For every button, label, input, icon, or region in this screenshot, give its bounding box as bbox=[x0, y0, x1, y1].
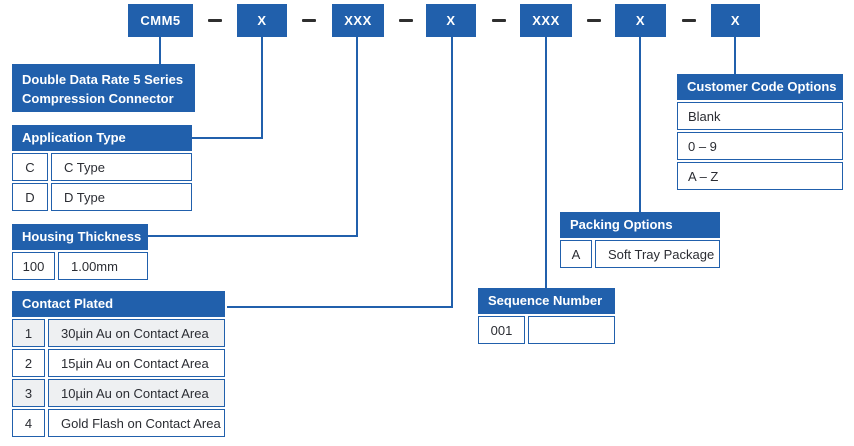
table-row: A Soft Tray Package bbox=[560, 240, 720, 268]
code-cell: D bbox=[12, 183, 48, 211]
code-cell: 2 bbox=[12, 349, 45, 377]
table-row: D D Type bbox=[12, 183, 192, 211]
customer-code-options-header: Customer Code Options bbox=[677, 74, 843, 100]
packing-options-table: Packing Options A Soft Tray Package bbox=[560, 212, 720, 268]
part-code-box-series: CMM5 bbox=[128, 4, 193, 37]
desc-cell: Gold Flash on Contact Area bbox=[48, 409, 225, 437]
application-type-table: Application Type C C Type D D Type bbox=[12, 125, 192, 211]
part-code-box-packing-options: X bbox=[615, 4, 666, 37]
application-type-header: Application Type bbox=[12, 125, 192, 151]
desc-cell: 1.00mm bbox=[58, 252, 148, 280]
connector-line-application-type bbox=[261, 37, 263, 139]
desc-cell: Soft Tray Package bbox=[595, 240, 720, 268]
code-cell: A bbox=[560, 240, 592, 268]
table-row: Blank bbox=[677, 102, 843, 130]
connector-line-series bbox=[159, 37, 161, 64]
sequence-number-header: Sequence Number bbox=[478, 288, 615, 314]
table-row: A – Z bbox=[677, 162, 843, 190]
housing-thickness-table: Housing Thickness 100 1.00mm bbox=[12, 224, 148, 280]
table-row: 100 1.00mm bbox=[12, 252, 148, 280]
desc-cell: 10µin Au on Contact Area bbox=[48, 379, 225, 407]
code-cell: C bbox=[12, 153, 48, 181]
option-cell: 0 – 9 bbox=[677, 132, 843, 160]
contact-plated-table: Contact Plated 1 30µin Au on Contact Are… bbox=[12, 291, 225, 437]
table-row: 4 Gold Flash on Contact Area bbox=[12, 409, 225, 437]
dash-separator bbox=[682, 19, 696, 22]
table-row: 3 10µin Au on Contact Area bbox=[12, 379, 225, 407]
desc-cell: C Type bbox=[51, 153, 192, 181]
table-row: 001 bbox=[478, 316, 615, 344]
table-row: 1 30µin Au on Contact Area bbox=[12, 319, 225, 347]
connector-line-packing-options bbox=[639, 37, 641, 213]
connector-line-housing-thickness bbox=[356, 37, 358, 237]
part-code-box-sequence-number: XXX bbox=[520, 4, 572, 37]
connector-line-customer-code bbox=[734, 37, 736, 75]
option-cell: A – Z bbox=[677, 162, 843, 190]
table-row: C C Type bbox=[12, 153, 192, 181]
code-cell: 001 bbox=[478, 316, 525, 344]
housing-thickness-header: Housing Thickness bbox=[12, 224, 148, 250]
desc-cell: 30µin Au on Contact Area bbox=[48, 319, 225, 347]
desc-cell: D Type bbox=[51, 183, 192, 211]
connector-line-contact-plated bbox=[451, 37, 453, 308]
desc-cell bbox=[528, 316, 615, 344]
code-cell: 4 bbox=[12, 409, 45, 437]
part-code-box-contact-plated: X bbox=[426, 4, 476, 37]
desc-cell: 15µin Au on Contact Area bbox=[48, 349, 225, 377]
table-row: 0 – 9 bbox=[677, 132, 843, 160]
dash-separator bbox=[208, 19, 222, 22]
code-cell: 100 bbox=[12, 252, 55, 280]
series-description-box: Double Data Rate 5 Series Compression Co… bbox=[12, 64, 195, 112]
sequence-number-table: Sequence Number 001 bbox=[478, 288, 615, 344]
option-cell: Blank bbox=[677, 102, 843, 130]
table-row: 2 15µin Au on Contact Area bbox=[12, 349, 225, 377]
customer-code-options-table: Customer Code Options Blank 0 – 9 A – Z bbox=[677, 74, 843, 190]
connector-line-sequence-number bbox=[545, 37, 547, 289]
dash-separator bbox=[492, 19, 506, 22]
packing-options-header: Packing Options bbox=[560, 212, 720, 238]
dash-separator bbox=[587, 19, 601, 22]
series-description-line1: Double Data Rate 5 Series bbox=[22, 72, 184, 87]
part-code-box-application-type: X bbox=[237, 4, 287, 37]
connector-line-application-type bbox=[192, 137, 263, 139]
code-cell: 3 bbox=[12, 379, 45, 407]
code-cell: 1 bbox=[12, 319, 45, 347]
dash-separator bbox=[399, 19, 413, 22]
connector-line-contact-plated bbox=[227, 306, 453, 308]
contact-plated-header: Contact Plated bbox=[12, 291, 225, 317]
part-code-box-customer-code: X bbox=[711, 4, 760, 37]
dash-separator bbox=[302, 19, 316, 22]
part-code-box-housing-thickness: XXX bbox=[332, 4, 384, 37]
connector-line-housing-thickness bbox=[148, 235, 358, 237]
series-description-line2: Compression Connector bbox=[22, 91, 174, 106]
